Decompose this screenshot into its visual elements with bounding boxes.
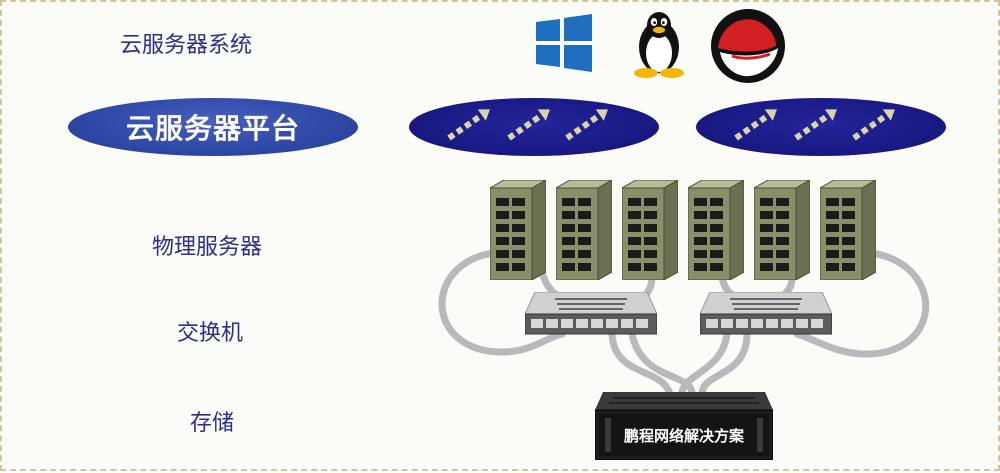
redhat-icon <box>711 9 785 83</box>
linux-tux-icon <box>634 12 684 78</box>
platform-title: 云服务器平台 <box>125 112 300 145</box>
physical-server-layer-label: 物理服务器 <box>152 235 263 260</box>
os-layer-label: 云服务器系统 <box>120 33 253 58</box>
physical-server-3 <box>622 180 678 280</box>
virtual-machine-pool-2 <box>696 98 946 156</box>
storage-device: 鹏程网络解决方案 <box>594 392 774 461</box>
switch-layer-label: 交换机 <box>177 321 244 346</box>
cloud-platform-ellipse: 云服务器平台 <box>68 98 358 156</box>
storage-layer-label: 存储 <box>190 411 235 436</box>
physical-server-1 <box>490 180 546 280</box>
dotted-arrows-icon <box>734 109 895 141</box>
network-switch-1 <box>525 292 657 335</box>
network-switch-2 <box>700 292 832 335</box>
physical-server-2 <box>556 180 612 280</box>
storage-brand-label: 鹏程网络解决方案 <box>623 427 744 445</box>
dotted-arrows-icon <box>447 109 608 141</box>
virtual-machine-pool-1 <box>409 98 659 156</box>
windows-icon <box>536 14 592 72</box>
physical-server-6 <box>820 180 876 280</box>
physical-server-4 <box>688 180 744 280</box>
storage-chassis-icon <box>594 392 774 461</box>
physical-server-5 <box>754 180 810 280</box>
